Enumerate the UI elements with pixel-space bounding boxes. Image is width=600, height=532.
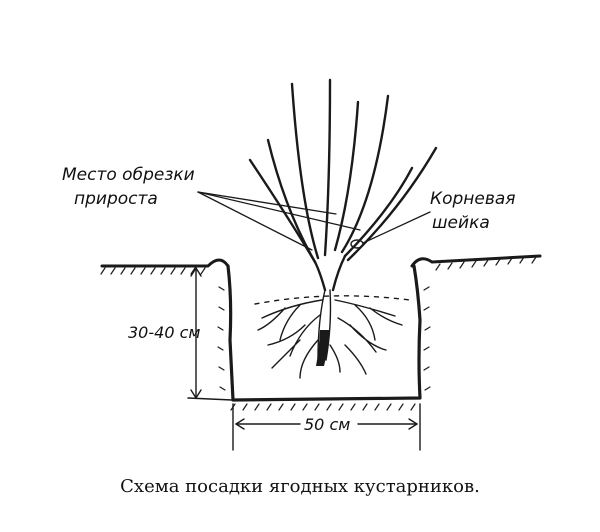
pruning-label-line2: прироста	[74, 189, 158, 209]
root-collar-label-line1: Корневая	[430, 189, 516, 209]
width-dimension	[232, 403, 421, 451]
root-collar-marker	[350, 239, 364, 249]
root-collar-label-line2: шейка	[432, 213, 490, 233]
soil-level-line	[254, 295, 411, 305]
depth-dimension	[187, 267, 233, 401]
roots	[257, 289, 403, 379]
width-label: 50 см	[304, 415, 350, 434]
ground-surface	[100, 254, 542, 275]
bush-stems	[248, 78, 438, 292]
pruning-label-line1: Место обрезки	[62, 165, 195, 185]
diagram-caption: Схема посадки ягодных кустарников.	[120, 476, 480, 497]
depth-label: 30-40 см	[128, 323, 200, 342]
pruning-pointer-lines	[197, 191, 361, 251]
taproot	[316, 330, 330, 366]
root-collar-pointer-line	[362, 211, 431, 244]
